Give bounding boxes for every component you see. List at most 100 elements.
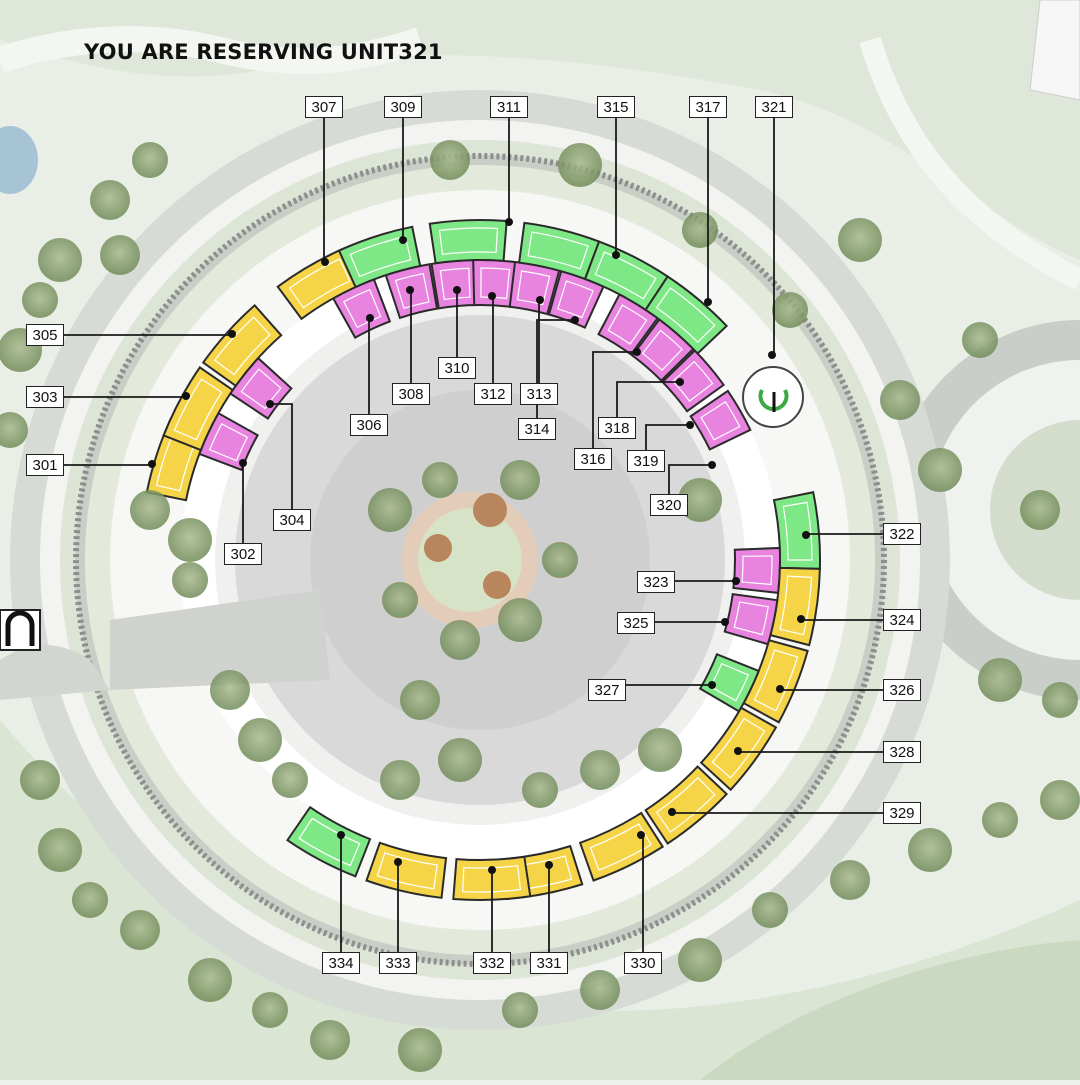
unit-room-outline-328 [711, 717, 766, 779]
unit-block-319[interactable] [661, 349, 726, 413]
unit-label-324[interactable]: 324 [883, 609, 921, 631]
selected-unit-marker[interactable] [742, 366, 804, 428]
unit-label-327[interactable]: 327 [588, 679, 626, 701]
leader-dot-311 [505, 218, 513, 226]
unit-label-322[interactable]: 322 [883, 523, 921, 545]
leader-dot-316 [633, 348, 641, 356]
unit-label-328[interactable]: 328 [883, 741, 921, 763]
unit-block-323[interactable] [732, 546, 781, 595]
tree [210, 670, 250, 710]
unit-label-302[interactable]: 302 [224, 543, 262, 565]
leader-line-307 [323, 118, 325, 263]
tree [918, 448, 962, 492]
leader-dot-313 [536, 296, 544, 304]
unit-room-outline-308 [394, 272, 430, 309]
leader-line-328 [737, 751, 883, 753]
tree [580, 970, 620, 1010]
leader-dot-310 [453, 286, 461, 294]
unit-label-303[interactable]: 303 [26, 386, 64, 408]
unit-label-329[interactable]: 329 [883, 802, 921, 824]
unit-label-330[interactable]: 330 [624, 952, 662, 974]
unit-room-outline-316 [607, 304, 648, 345]
tree [1042, 682, 1078, 718]
unit-block-324[interactable] [769, 566, 821, 647]
leader-dot-330 [637, 831, 645, 839]
tree [1020, 490, 1060, 530]
leader-line-326 [779, 689, 883, 691]
unit-label-307[interactable]: 307 [305, 96, 343, 118]
unit-label-319[interactable]: 319 [627, 450, 665, 472]
leader-dot-301 [148, 460, 156, 468]
unit-room-outline-312 [480, 267, 511, 300]
unit-room-outline-315 [527, 231, 589, 270]
tree [252, 992, 288, 1028]
leader-dot-328 [734, 747, 742, 755]
unit-block-310[interactable] [430, 259, 478, 310]
unit-block-326[interactable] [742, 638, 809, 724]
leader-dot-331 [545, 861, 553, 869]
tree [908, 828, 952, 872]
unit-label-309[interactable]: 309 [384, 96, 422, 118]
unit-label-332[interactable]: 332 [473, 952, 511, 974]
unit-room-outline-318 [641, 329, 683, 372]
leader-dot-326 [776, 685, 784, 693]
unit-label-312[interactable]: 312 [474, 383, 512, 405]
unit-label-334[interactable]: 334 [322, 952, 360, 974]
unit-label-316[interactable]: 316 [574, 448, 612, 470]
tree [438, 738, 482, 782]
leader-dot-324 [797, 615, 805, 623]
tree [100, 235, 140, 275]
leader-dot-327 [708, 681, 716, 689]
tree [430, 140, 470, 180]
unit-block-325[interactable] [723, 593, 779, 646]
tree [978, 658, 1022, 702]
tree [310, 1020, 350, 1060]
unit-block-333[interactable] [365, 841, 448, 899]
unit-label-311[interactable]: 311 [490, 96, 528, 118]
unit-label-306[interactable]: 306 [350, 414, 388, 436]
tree [400, 680, 440, 720]
unit-room-outline-330 [589, 823, 652, 871]
unit-label-313[interactable]: 313 [520, 383, 558, 405]
unit-label-317[interactable]: 317 [689, 96, 727, 118]
tree [90, 180, 130, 220]
leader-line-301 [64, 464, 153, 466]
leader-dot-315 [612, 251, 620, 259]
unit-label-320[interactable]: 320 [650, 494, 688, 516]
leader-line-312 [492, 295, 494, 383]
unit-block-327[interactable] [698, 652, 761, 713]
unit-label-301[interactable]: 301 [26, 454, 64, 476]
unit-label-321[interactable]: 321 [755, 96, 793, 118]
unit-label-323[interactable]: 323 [637, 571, 675, 593]
unit-label-304[interactable]: 304 [273, 509, 311, 531]
tree [772, 292, 808, 328]
unit-block-320[interactable] [689, 389, 752, 451]
tree [558, 143, 602, 187]
leader-line-304 [270, 403, 293, 509]
unit-label-326[interactable]: 326 [883, 679, 921, 701]
tree [838, 218, 882, 262]
unit-label-325[interactable]: 325 [617, 612, 655, 634]
leader-dot-307 [321, 258, 329, 266]
unit-label-310[interactable]: 310 [438, 357, 476, 379]
tree [982, 802, 1018, 838]
leader-dot-303 [182, 392, 190, 400]
unit-label-308[interactable]: 308 [392, 383, 430, 405]
unit-label-305[interactable]: 305 [26, 324, 64, 346]
leader-line-306 [368, 317, 370, 414]
leader-dot-305 [228, 330, 236, 338]
tree [498, 598, 542, 642]
unit-room-outline-303 [173, 378, 223, 441]
unit-room-outline-307 [288, 258, 351, 309]
unit-label-318[interactable]: 318 [598, 417, 636, 439]
tree [38, 828, 82, 872]
unit-label-315[interactable]: 315 [597, 96, 635, 118]
leader-dot-308 [406, 286, 414, 294]
heading-prefix: YOU ARE RESERVING UNIT [84, 40, 399, 64]
leader-dot-302 [239, 459, 247, 467]
unit-room-outline-310 [439, 267, 471, 301]
unit-label-331[interactable]: 331 [530, 952, 568, 974]
unit-label-333[interactable]: 333 [379, 952, 417, 974]
unit-label-314[interactable]: 314 [518, 418, 556, 440]
tree [172, 562, 208, 598]
